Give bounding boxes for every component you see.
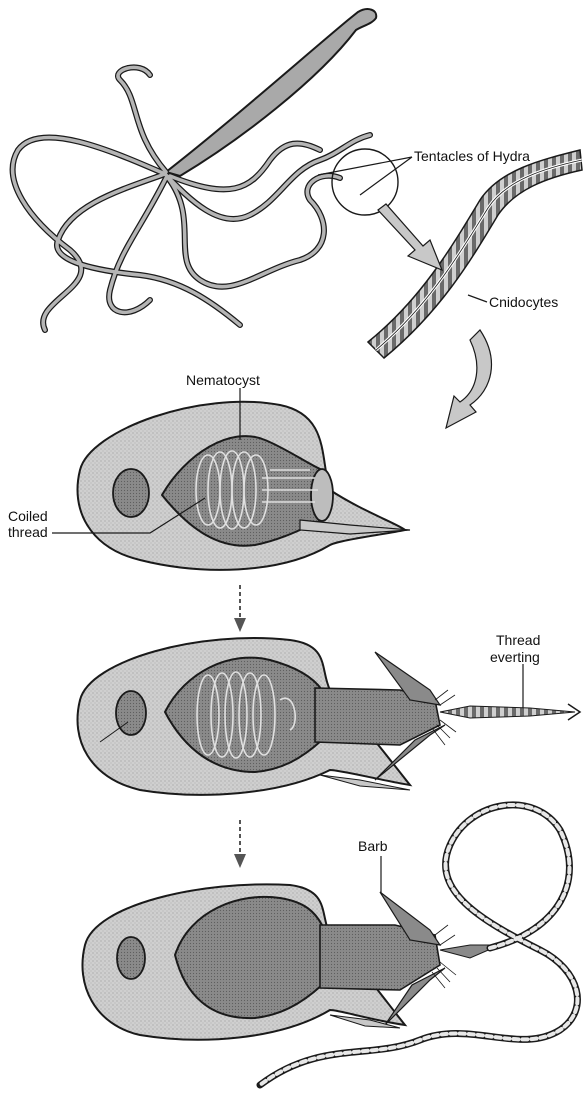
cnidocyte-cell-discharged <box>82 884 500 1039</box>
hydra-body <box>166 9 376 176</box>
nucleus <box>117 937 145 979</box>
label-cnidocytes: Cnidocytes <box>489 294 558 310</box>
cnidocyte-cell-coiled <box>78 402 411 570</box>
cell-zoom-arrow <box>446 330 491 428</box>
sequence-arrow-1 <box>234 585 246 632</box>
tentacle-enlarged <box>368 150 582 358</box>
label-thread-everting-line1: Thread <box>496 632 540 648</box>
cnidocytes-leader-line <box>468 295 487 302</box>
nucleus <box>116 691 146 735</box>
magnify-arrow <box>378 204 442 270</box>
hydra-tentacles <box>13 67 370 330</box>
nucleus <box>113 469 149 517</box>
label-thread-everting-line2: everting <box>490 649 540 665</box>
sequence-arrow-2 <box>234 820 246 868</box>
label-tentacles-of-hydra: Tentacles of Hydra <box>414 148 530 164</box>
label-barb: Barb <box>358 838 388 854</box>
label-coiled-thread-line1: Coiled <box>8 508 48 524</box>
magnifier-circle <box>332 149 398 215</box>
label-nematocyst: Nematocyst <box>186 372 260 388</box>
label-coiled-thread-line2: thread <box>8 524 48 540</box>
